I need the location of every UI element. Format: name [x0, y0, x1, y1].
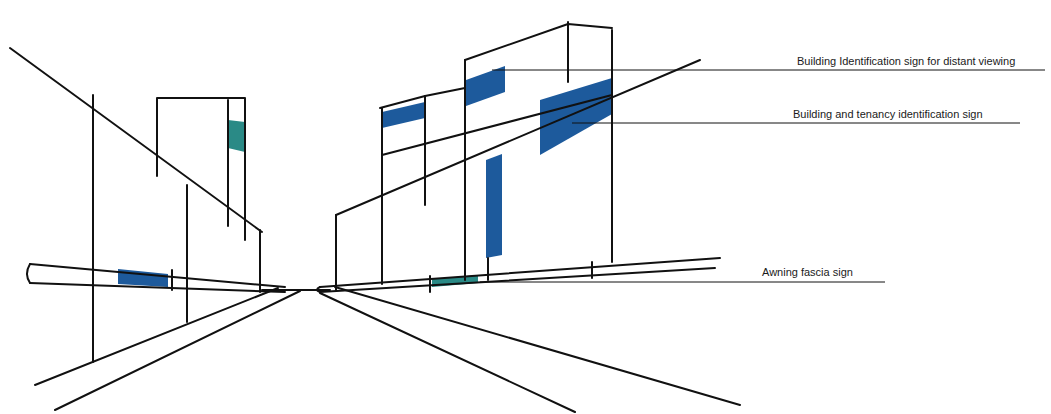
tower-sign	[228, 120, 245, 152]
leader-lines	[480, 70, 1045, 282]
sketch-lines	[10, 22, 740, 412]
building-sign	[466, 66, 505, 106]
vertical-sign	[486, 154, 502, 258]
tenancy-sign	[540, 78, 612, 155]
callout-label: Building Identification sign for distant…	[797, 55, 1015, 68]
callout-label: Building and tenancy identification sign	[793, 108, 983, 121]
callout-label: Awning fascia sign	[762, 266, 853, 279]
